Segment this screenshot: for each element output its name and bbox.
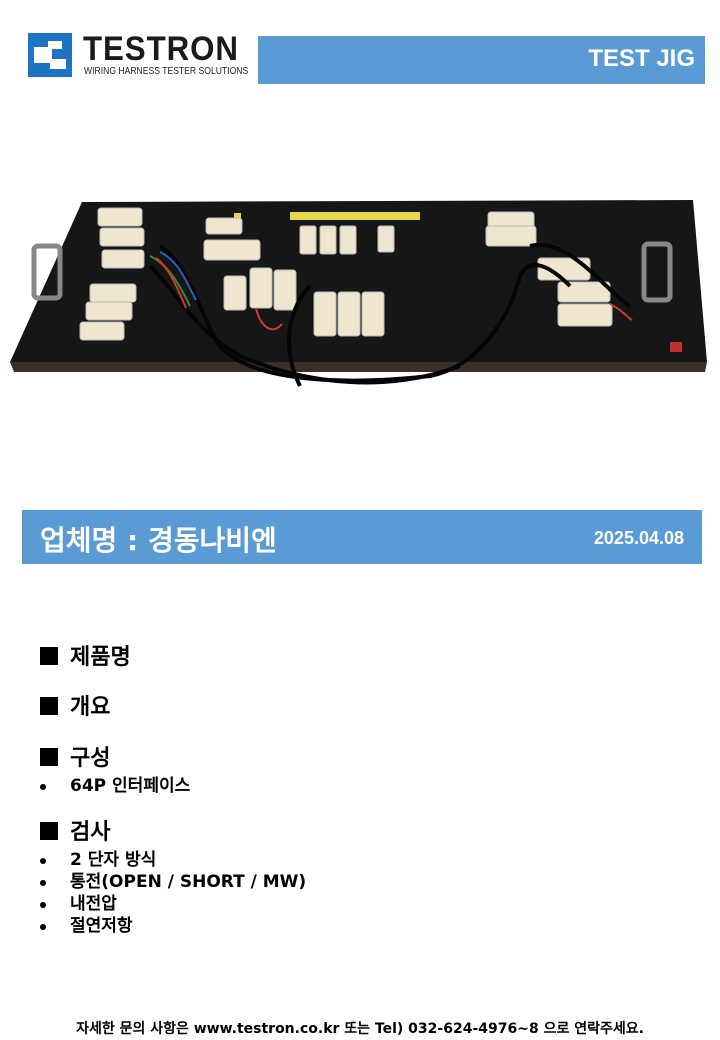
list-item: 2 단자 방식	[40, 849, 306, 871]
company-logo: TESTRON WIRING HARNESS TESTER SOLUTIONS	[28, 30, 248, 82]
section-heading: 구성	[40, 745, 190, 773]
section-overview: 개요	[40, 694, 110, 722]
list-item-label: 2 단자 방식	[70, 850, 157, 870]
round-bullet-icon	[40, 924, 46, 930]
square-bullet-icon	[40, 697, 58, 715]
document-date: 2025.04.08	[593, 528, 684, 548]
square-bullet-icon	[40, 822, 58, 840]
section-heading-label: 개요	[70, 695, 111, 720]
composition-list: 64P 인터페이스	[40, 775, 190, 797]
company-name: 업체명 : 경동나비엔	[40, 524, 277, 557]
company-bar: 업체명 : 경동나비엔 2025.04.08	[22, 510, 702, 564]
round-bullet-icon	[40, 880, 46, 886]
round-bullet-icon	[40, 858, 46, 864]
round-bullet-icon	[40, 784, 46, 790]
contact-footer: 자세한 문의 사항은 www.testron.co.kr 또는 Tel) 032…	[76, 1021, 644, 1037]
section-product: 제품명	[40, 644, 131, 672]
section-heading: 검사	[40, 819, 306, 847]
banner-title: TEST JIG	[588, 45, 695, 72]
section-heading-label: 제품명	[70, 645, 131, 670]
list-item-label: 내전압	[70, 894, 117, 914]
section-heading-label: 검사	[70, 820, 111, 845]
logo-tagline: WIRING HARNESS TESTER SOLUTIONS	[84, 66, 249, 77]
section-heading: 개요	[40, 694, 110, 722]
logo-name: TESTRON	[83, 30, 239, 68]
list-item-label: 절연저항	[70, 916, 133, 936]
title-banner: TEST JIG	[258, 36, 705, 84]
test-jig-photo	[10, 200, 707, 387]
square-bullet-icon	[40, 748, 58, 766]
section-inspection: 검사 2 단자 방식 통전(OPEN / SHORT / MW) 내전압 절연저…	[40, 819, 306, 937]
section-composition: 구성 64P 인터페이스	[40, 745, 190, 797]
testron-logo-icon	[28, 33, 72, 77]
list-item-label: 64P 인터페이스	[70, 776, 191, 796]
round-bullet-icon	[40, 902, 46, 908]
section-heading: 제품명	[40, 644, 131, 672]
square-bullet-icon	[40, 647, 58, 665]
list-item-label: 통전(OPEN / SHORT / MW)	[70, 872, 307, 892]
list-item: 내전압	[40, 893, 306, 915]
list-item: 64P 인터페이스	[40, 775, 190, 797]
list-item: 절연저항	[40, 915, 306, 937]
section-heading-label: 구성	[70, 746, 111, 771]
inspection-list: 2 단자 방식 통전(OPEN / SHORT / MW) 내전압 절연저항	[40, 849, 306, 937]
list-item: 통전(OPEN / SHORT / MW)	[40, 871, 306, 893]
